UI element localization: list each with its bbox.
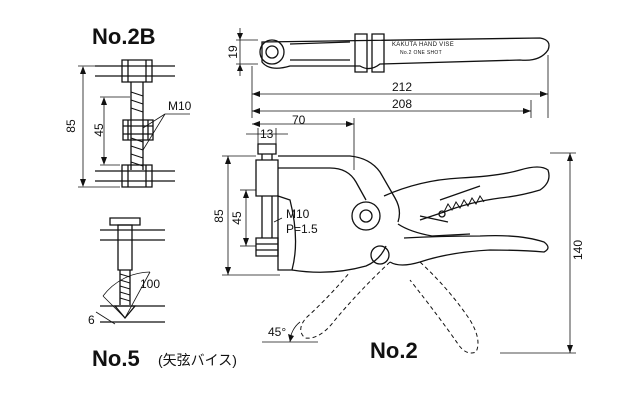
no2-length-208: 208	[392, 97, 413, 111]
no2b-inner-dim: 45	[92, 123, 106, 137]
no5-figure	[96, 218, 165, 324]
no2b-upper-block	[122, 60, 152, 82]
no5-subtitle: (矢弦バイス)	[158, 352, 237, 368]
no2b-lower-block	[122, 165, 152, 187]
no2-top-height-dim: 19	[226, 45, 240, 59]
no2b-thread-label: M10	[168, 99, 192, 113]
no2-angle-dim: 45°	[268, 325, 287, 339]
no2-jaw-opening-dim: 85	[212, 209, 226, 223]
no5-radius-dim: 100	[140, 277, 161, 291]
no5-title: No.5	[92, 346, 140, 371]
no2b-nut	[123, 120, 153, 140]
no2-height-dim: 140	[571, 239, 585, 261]
no2-pitch-label: P=1.5	[286, 222, 318, 236]
no2b-overall-dim: 85	[64, 119, 78, 133]
no5-bevel-dim: 6	[88, 313, 95, 327]
no2-engraving-line2: No.2 ONE SHOT	[400, 50, 442, 56]
no2-length-dims	[246, 55, 548, 170]
no2-jaw-inner-dim: 45	[230, 211, 244, 225]
no2-engraving-line1: KAKUTA HAND VISE	[392, 42, 455, 48]
no2b-title: No.2B	[92, 24, 156, 49]
no2-thread-label: M10	[286, 207, 310, 221]
no2-length-212: 212	[392, 80, 413, 94]
no2-title: No.2	[370, 338, 418, 363]
no2-vertical-dims	[222, 153, 576, 353]
no2-clamp	[256, 144, 549, 353]
no2-throat-dim: 70	[292, 113, 306, 127]
no2b-figure	[78, 60, 190, 187]
no2-screw-dia-dim: 13	[260, 127, 274, 141]
no2-top-view	[236, 28, 549, 76]
